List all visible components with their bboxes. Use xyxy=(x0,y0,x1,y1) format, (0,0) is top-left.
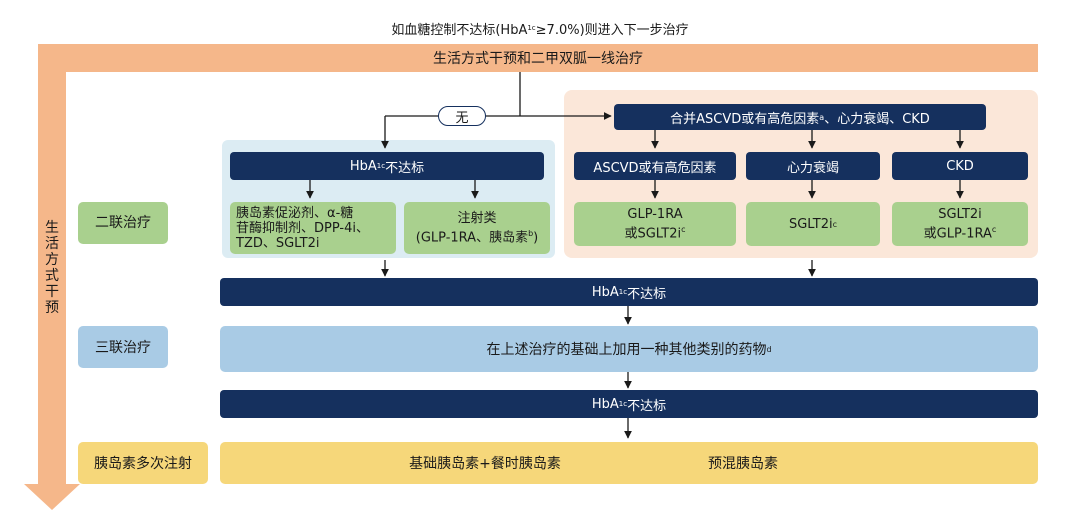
hf-header: 心力衰竭 xyxy=(746,152,880,180)
injection-drugs-box: 注射类 (GLP-1RA、胰岛素b) xyxy=(404,202,550,254)
insulin-basal-bolus: 基础胰岛素+餐时胰岛素 xyxy=(409,456,561,472)
lifestyle-side-label: 生活方式干预 xyxy=(45,220,59,316)
ckd-drugs-box: SGLT2i 或GLP-1RAc xyxy=(892,202,1028,246)
insulin-bar xyxy=(220,442,1038,484)
lifestyle-arrow xyxy=(38,44,66,492)
stage-label-triple: 三联治疗 xyxy=(78,326,168,368)
stage-label-insulin: 胰岛素多次注射 xyxy=(78,442,208,484)
ckd-header: CKD xyxy=(892,152,1028,180)
lifestyle-arrow-head xyxy=(24,484,80,510)
oral-drugs-box: 胰岛素促泌剂、α-糖 苷酶抑制剂、DPP-4i、 TZD、SGLT2i xyxy=(230,202,396,254)
ascvd-header: ASCVD或有高危因素 xyxy=(574,152,736,180)
stage-label-dual: 二联治疗 xyxy=(78,202,168,244)
insulin-premixed: 预混胰岛素 xyxy=(708,456,778,472)
lifestyle-bar: 生活方式干预和二甲双胍一线治疗 xyxy=(38,44,1038,72)
no-label: 无 xyxy=(438,106,486,126)
ascvd-drugs-box: GLP-1RA 或SGLT2ic xyxy=(574,202,736,246)
